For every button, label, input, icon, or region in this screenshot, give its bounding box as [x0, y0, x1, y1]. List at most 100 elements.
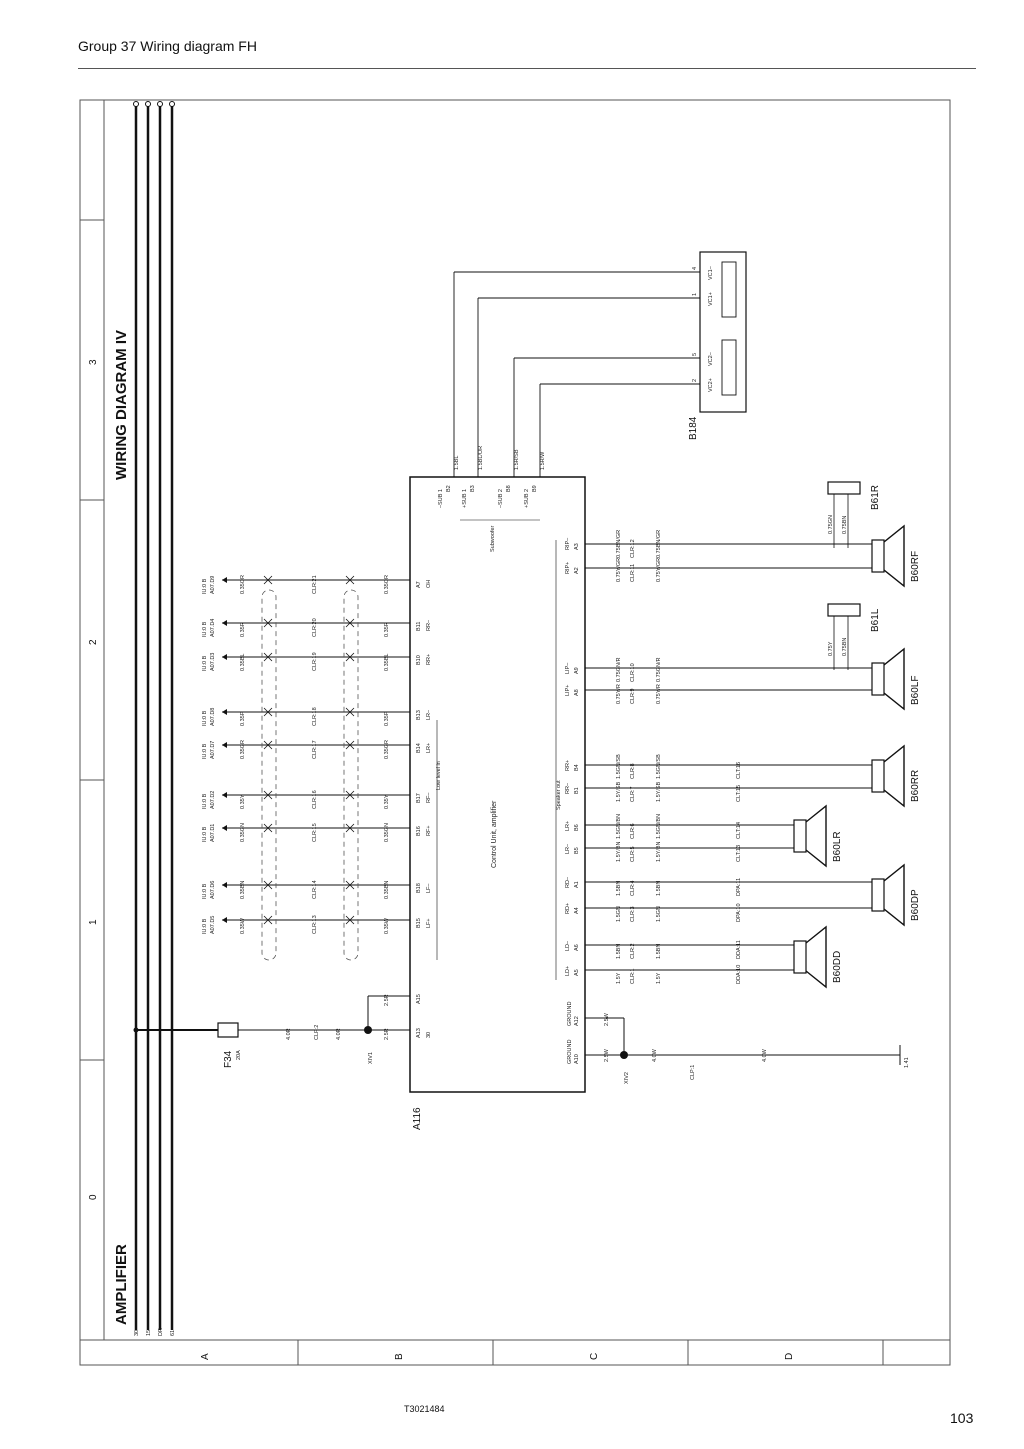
input-connector: A07.D7: [210, 741, 216, 759]
input-wire-in: 0.35GN: [240, 823, 246, 842]
unit-pin-signal: RIP–: [565, 537, 571, 550]
sub-pin-signal: +SUB 1: [462, 489, 468, 508]
speaker-dda: DPA:10: [736, 903, 742, 922]
speaker-wire-label: 1.5GN/BN: [656, 814, 662, 839]
ground-point: 1.41: [904, 1057, 910, 1068]
page-header: Group 37 Wiring diagram FH: [78, 38, 257, 54]
sub-pin-number: 2: [692, 379, 698, 382]
input-wire-out: 0.35OR: [384, 575, 390, 594]
sub-coil-label: VC2–: [708, 351, 714, 366]
unit-pin-id: A8: [574, 689, 580, 696]
tweeter-wire-label: 0.75Y: [828, 641, 834, 656]
input-arrow: [222, 742, 227, 748]
ground-wire-2: 2.5W: [604, 1012, 610, 1026]
speaker-wire-label: 1.5BN: [616, 944, 622, 959]
sub-pin-number: 5: [692, 353, 698, 356]
twist-mark: [263, 652, 273, 662]
speaker-wire-label: 1.5GN/SB: [616, 754, 622, 779]
speaker-id: B60RR: [910, 770, 921, 802]
speaker-wire-label: 1.5Y/BN: [656, 841, 662, 862]
twist-mark: [263, 575, 273, 585]
subwoofer-id: B184: [688, 416, 699, 440]
input-wire-out: 0.35BL: [384, 654, 390, 671]
unit-pin-signal: LF–: [426, 883, 432, 893]
twist-mark: [345, 790, 355, 800]
sub-wire-label: 1.5BL/OR: [478, 446, 484, 470]
unit-pin-id: A1: [574, 881, 580, 888]
speaker-id: B60DP: [910, 889, 921, 921]
speaker-icon: [883, 863, 905, 927]
unit-pin-signal: RD–: [565, 876, 571, 888]
speaker-wire-label: 1.5GN/SB: [656, 754, 662, 779]
tweeter-icon: [827, 481, 861, 495]
speaker-wire-label: 0.75BN/GR: [656, 530, 662, 558]
input-ecu: IU:0 B: [202, 883, 208, 899]
speaker-connector: CLR:1: [630, 968, 636, 984]
xiv1-clp: CLP:2: [314, 1025, 320, 1040]
speaker-icon: [805, 804, 827, 868]
unit-pin-signal: LIP–: [565, 662, 571, 674]
speaker-icon: [883, 744, 905, 808]
unit-pin-signal: LR–: [565, 843, 571, 854]
diagram-title-wiring: WIRING DIAGRAM IV: [113, 330, 130, 480]
speaker-icon: [883, 524, 905, 588]
ground-pin-a10: A10: [574, 1054, 580, 1064]
unit-pin-signal: OH: [426, 580, 432, 588]
row-label-d: D: [784, 1353, 795, 1360]
drawing-number: T3021484: [404, 1404, 445, 1414]
unit-pin-id: A9: [574, 667, 580, 674]
input-ecu: IU:0 B: [202, 918, 208, 934]
unit-pin-signal: RR–: [565, 782, 571, 794]
diagram-title-amplifier: AMPLIFIER: [113, 1244, 130, 1325]
speaker-wire-label: 0.75GN/R: [656, 658, 662, 682]
input-arrow: [222, 620, 227, 626]
control-unit-name: Control Unit, amplifier: [491, 800, 498, 868]
speaker-id: B60LR: [832, 831, 843, 862]
twist-mark: [345, 618, 355, 628]
subwoofer-b184-box: [699, 251, 747, 413]
unit-pin-id: A3: [574, 543, 580, 550]
speaker-wire-label: 0.75GN/R: [616, 658, 622, 682]
speaker-connector: CLR:11: [630, 564, 636, 582]
speaker-dda: DDA:10: [736, 965, 742, 984]
rail-terminals: [133, 101, 175, 107]
twist-mark: [345, 880, 355, 890]
input-wire-in: 0.35P: [240, 711, 246, 726]
input-connector: A07.D6: [210, 881, 216, 899]
xiv1-wire-3: 2.5R: [384, 994, 390, 1006]
twist-mark: [345, 575, 355, 585]
unit-pin-id: B1: [574, 787, 580, 794]
sub-pin-number: 1: [692, 293, 698, 296]
unit-pin-id: A7: [416, 581, 422, 588]
fuse-rating: 20A: [236, 1050, 242, 1060]
fuse-id: F34: [223, 1050, 234, 1068]
speaker-wire-label: 1.5BN: [656, 881, 662, 896]
sub-pin-signal: –SUB 1: [438, 489, 444, 508]
sub-coil-label: VC1+: [708, 292, 714, 306]
input-clr: CLR:21: [312, 575, 318, 594]
unit-sub-pins: –SUB 1B2+SUB 1B3–SUB 2B8+SUB 2B9: [438, 485, 538, 508]
unit-pin-signal: LD–: [565, 940, 571, 951]
sub-pin-id: B9: [532, 485, 538, 492]
control-unit-box: [409, 476, 586, 1093]
input-wire-out: 0.35Y: [384, 794, 390, 809]
row-label-c: C: [589, 1353, 600, 1360]
header-rule: [78, 68, 976, 69]
speaker-magnet: [793, 819, 807, 853]
unit-pin-signal: LIP+: [565, 685, 571, 696]
speaker-wire-label: 1.5Y/SB: [656, 781, 662, 802]
twist-mark: [263, 880, 273, 890]
ground-wire-4: 4.0W: [762, 1048, 768, 1062]
speaker-dda: DDA:11: [736, 940, 742, 959]
unit-pin-id: B14: [416, 743, 422, 753]
sub-coil-label: VC2+: [708, 378, 714, 392]
sub-pin-id: B8: [506, 485, 512, 492]
sub-pin-id: B2: [446, 485, 452, 492]
unit-pin-id: B17: [416, 793, 422, 803]
unit-pin-signal: RR–: [426, 619, 432, 631]
input-ecu: IU:0 B: [202, 826, 208, 842]
speaker-wire-label: 0.75Y/R: [656, 684, 662, 704]
